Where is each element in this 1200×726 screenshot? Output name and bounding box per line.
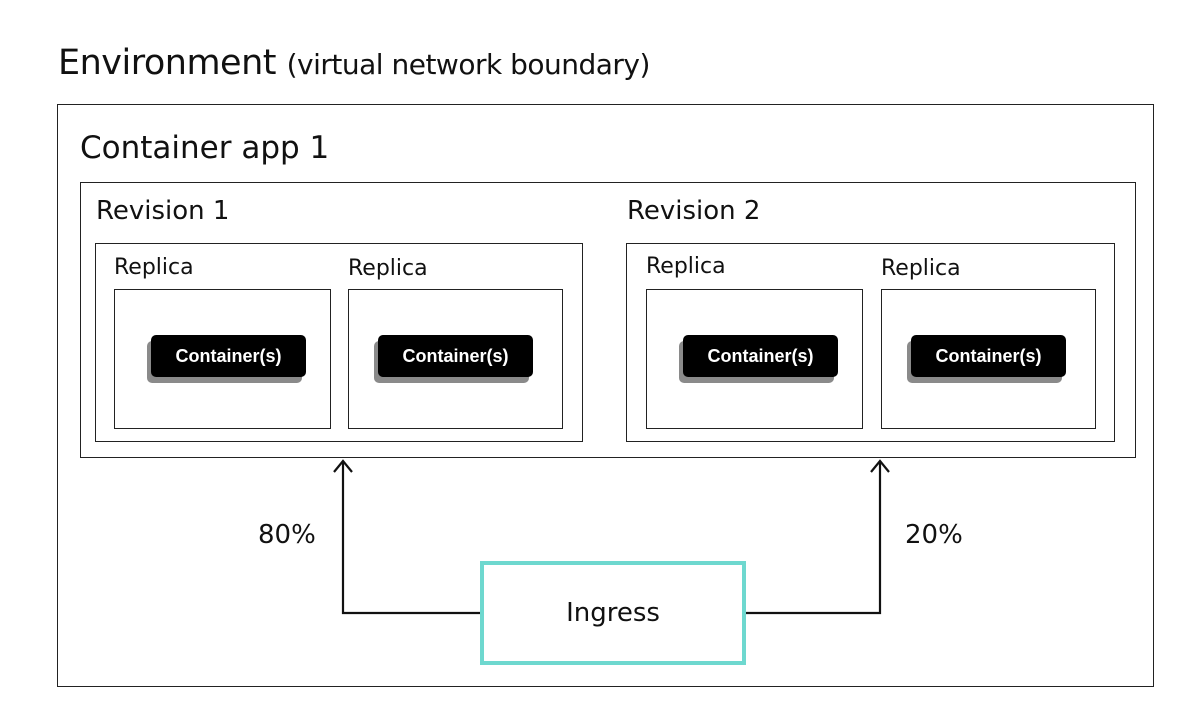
revision-1-replica-2-container: Container(s) — [374, 335, 533, 383]
revision-2-title: Revision 2 — [627, 196, 761, 226]
revision-2-replica-2-container: Container(s) — [907, 335, 1066, 383]
revision-2-replica-1-label: Replica — [646, 254, 726, 279]
revision-1-replica-2-label: Replica — [348, 256, 428, 281]
arrow-to-revision-2 — [746, 462, 882, 615]
container-chip: Container(s) — [151, 335, 306, 377]
environment-title: Environment (virtual network boundary) — [58, 44, 650, 83]
revision-2-replica-2-box: Container(s) — [881, 289, 1096, 429]
environment-title-text: Environment — [58, 43, 276, 83]
container-chip: Container(s) — [378, 335, 533, 377]
container-app-title: Container app 1 — [80, 130, 330, 166]
arrowhead-revision-2 — [870, 459, 890, 473]
revision-2-replica-2-label: Replica — [881, 256, 961, 281]
ingress-box: Ingress — [480, 561, 746, 665]
revision-2-replica-1-box: Container(s) — [646, 289, 863, 429]
ingress-label: Ingress — [566, 598, 660, 628]
revision-1-title: Revision 1 — [96, 196, 230, 226]
container-chip: Container(s) — [683, 335, 838, 377]
arrowhead-revision-1 — [333, 459, 353, 473]
environment-subtitle: (virtual network boundary) — [286, 48, 651, 81]
revision-2-replica-1-container: Container(s) — [679, 335, 838, 383]
arrow-to-revision-1 — [341, 462, 480, 615]
revision-1-replica-1-container: Container(s) — [147, 335, 306, 383]
revision-2-traffic-label: 20% — [905, 520, 963, 550]
revision-1-replica-1-label: Replica — [114, 255, 194, 280]
revision-1-replica-2-box: Container(s) — [348, 289, 563, 429]
container-chip: Container(s) — [911, 335, 1066, 377]
revision-1-traffic-label: 80% — [258, 520, 316, 550]
revision-1-replica-1-box: Container(s) — [114, 289, 331, 429]
